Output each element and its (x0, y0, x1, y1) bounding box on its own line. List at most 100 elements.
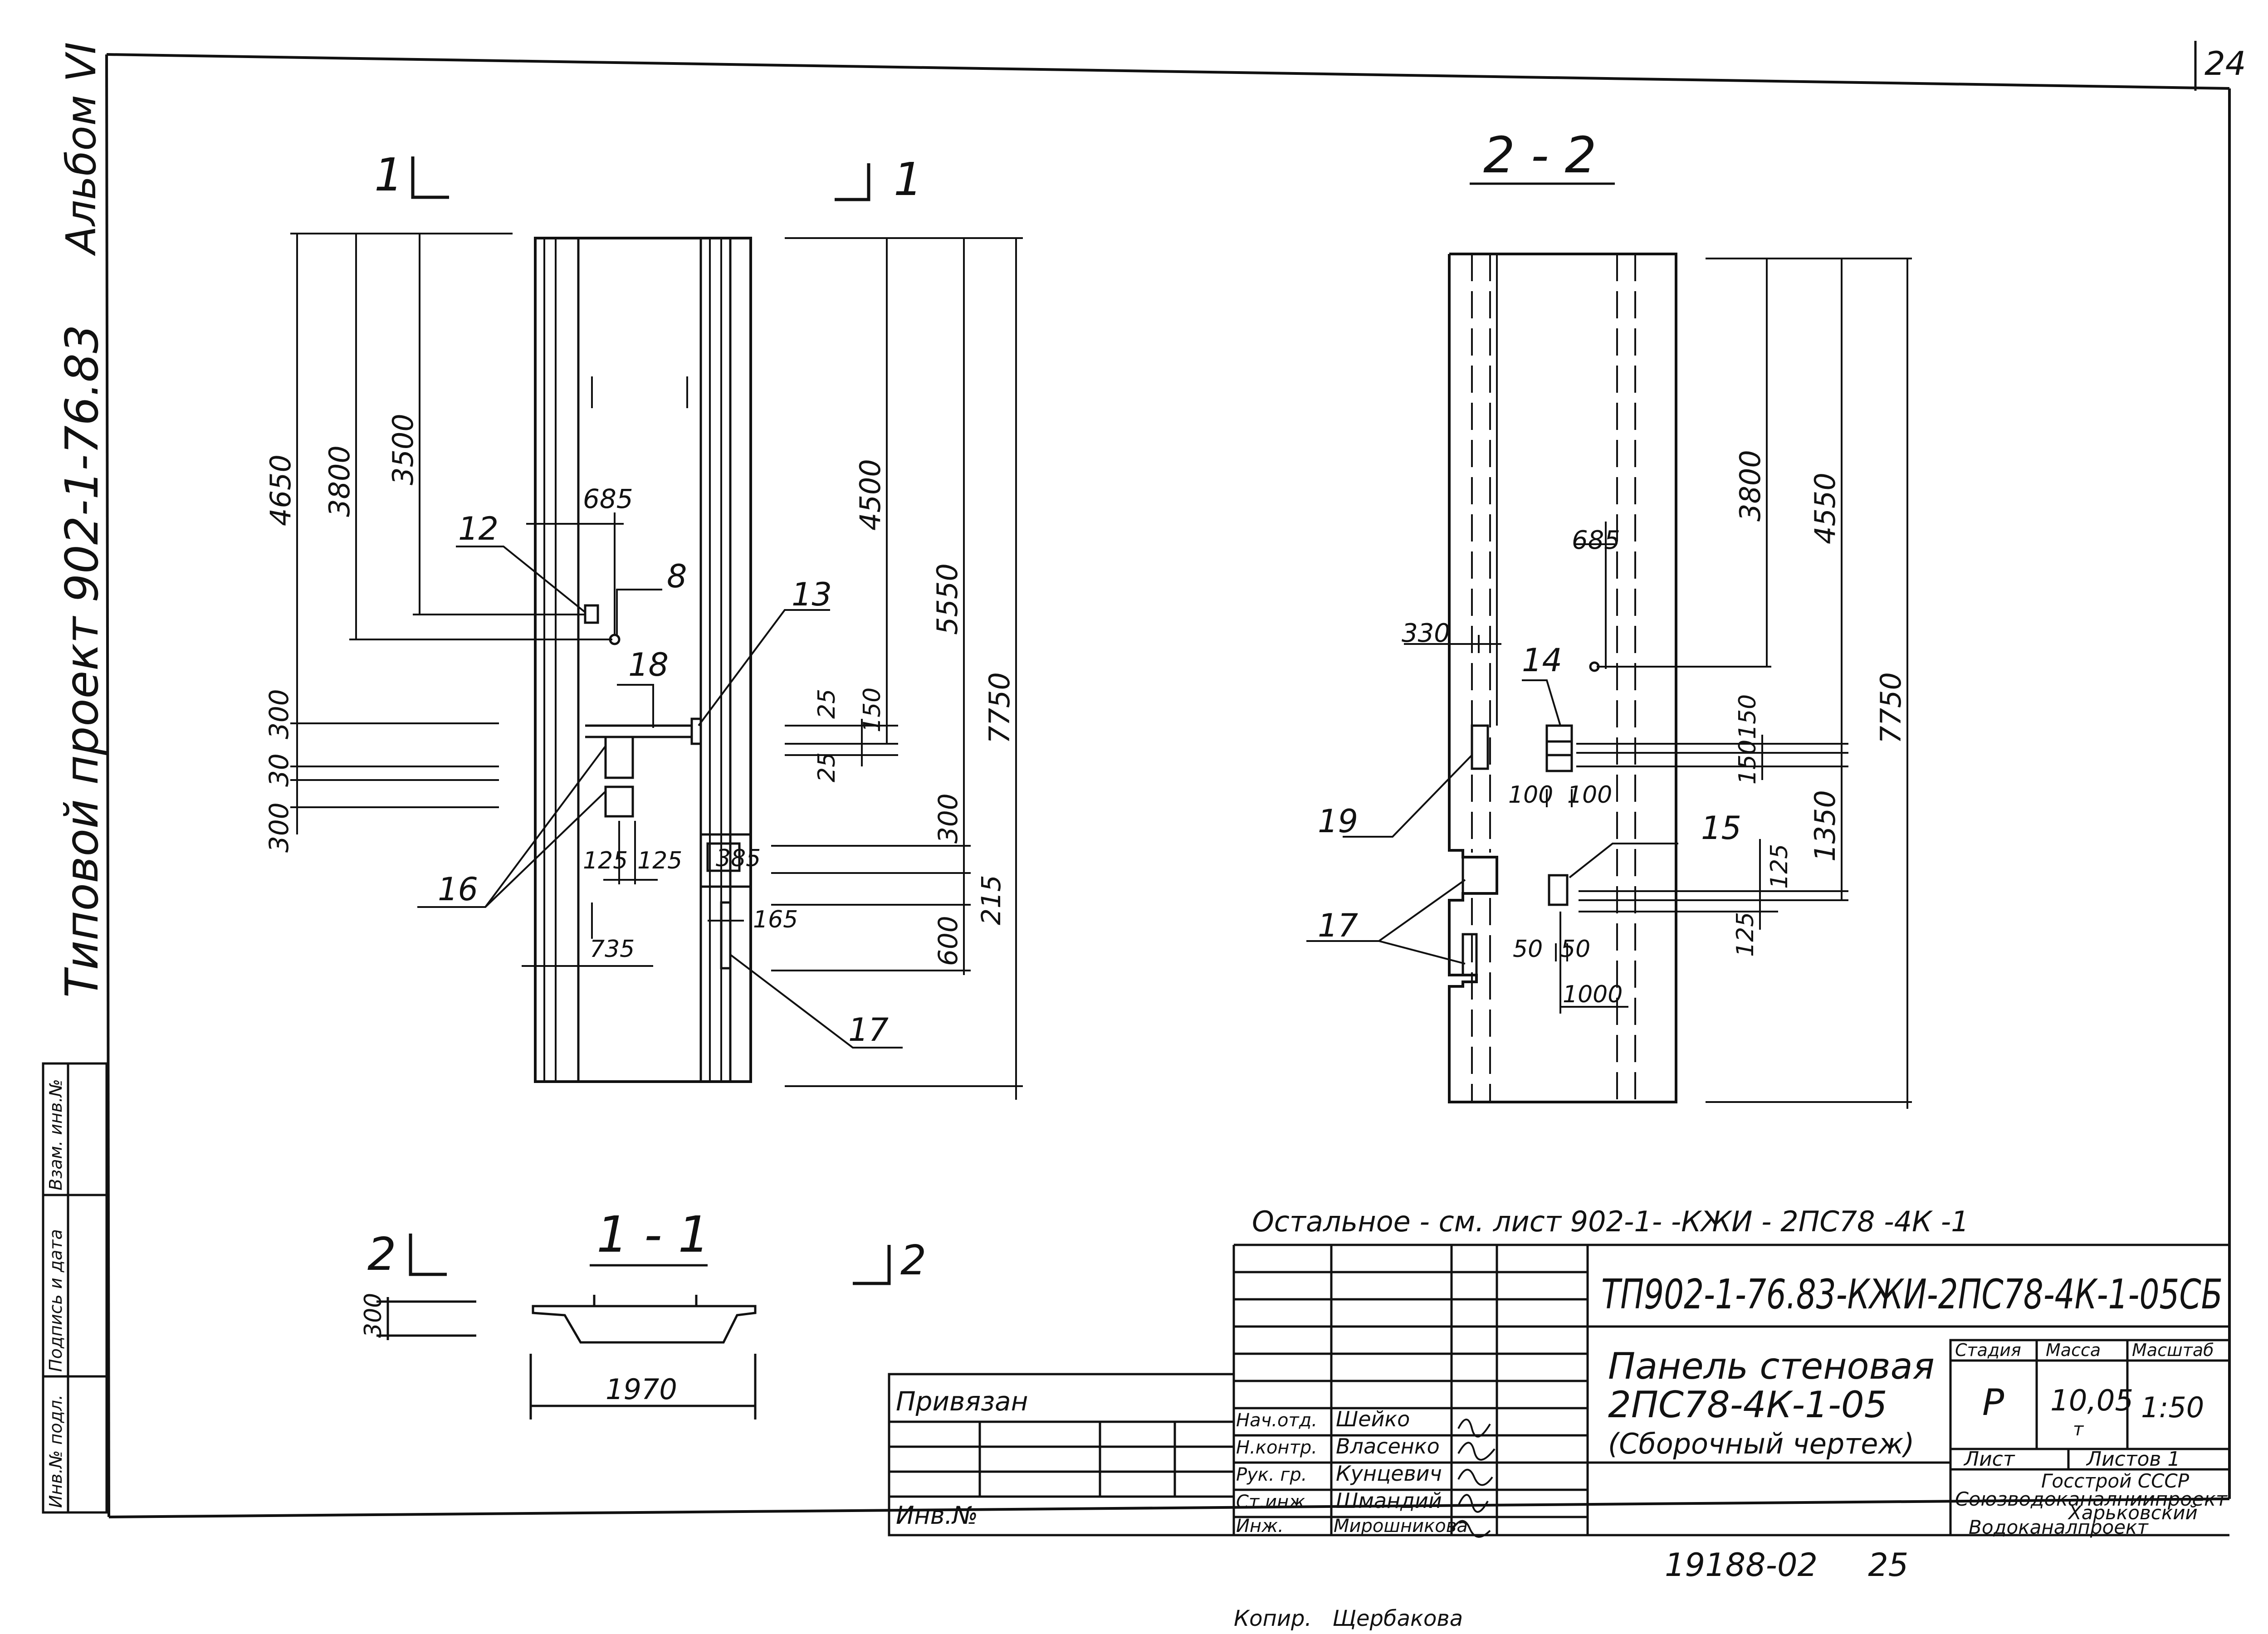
side-stamp-cell: Подпись и дата (46, 1229, 66, 1372)
copied-by: Копир. Щербакова (1234, 1606, 1463, 1631)
privyazan-label: Привязан (896, 1386, 1028, 1417)
callout-18: 18 (628, 646, 669, 683)
dim-7750-s: 7750 (1874, 672, 1907, 744)
org-line-1: Госстрой СССР (2041, 1470, 2190, 1492)
dim-300-bottom: 300 (264, 802, 294, 853)
general-note: Остальное - см. лист 902-1- -КЖИ - 2ПС78… (1252, 1205, 1969, 1238)
side-stamp: Взам. инв.№ Подпись и дата Инв.№ подл. (42, 1062, 108, 1514)
dim-30: 30 (264, 753, 294, 787)
sheets-label: Листов 1 (2086, 1448, 2180, 1471)
side-stamp-cell: Инв.№ подл. (46, 1395, 66, 1508)
signer-role: Нач.отд. (1236, 1410, 1317, 1431)
dim-4650: 4650 (264, 454, 297, 526)
dim-300-top: 300 (264, 689, 294, 739)
dim-125-a-s: 125 (1766, 844, 1793, 889)
dim-150: 150 (859, 688, 886, 732)
dim-50-b-s: 50 (1560, 936, 1590, 963)
signatures (1451, 1419, 1496, 1538)
svg-text:1: 1 (374, 148, 403, 201)
mass-header: Масса (2046, 1340, 2101, 1360)
dim-3500: 3500 (386, 414, 420, 485)
stage-value: Р (1982, 1381, 2004, 1424)
dim-4550-s: 4550 (1809, 473, 1842, 544)
signer-name: Кунцевич (1336, 1461, 1442, 1486)
dim-100-a-s: 100 (1508, 781, 1553, 809)
org-line-3: Харьковский (2068, 1502, 2198, 1524)
section-mark-2-left: 2 (367, 1228, 447, 1281)
section-2-2-callout-leaders (1306, 679, 1678, 965)
front-callout-leaders (417, 546, 903, 1049)
svg-text:1: 1 (894, 153, 923, 206)
dim-3800-s: 3800 (1734, 450, 1767, 522)
callout-12: 12 (458, 510, 499, 547)
dim-385: 385 (716, 845, 761, 872)
mass-value: 10,05 (2050, 1384, 2133, 1418)
dim-735: 735 (590, 936, 635, 963)
dim-215: 215 (976, 875, 1007, 925)
signer-role: Инж. (1236, 1516, 1284, 1536)
title-block-grid (888, 1244, 2231, 1536)
scale-header: Масштаб (2132, 1340, 2214, 1360)
archive-number: 19188-02 25 (1665, 1546, 1908, 1584)
dim-165: 165 (753, 906, 798, 933)
callout-17: 17 (848, 1011, 889, 1049)
dim-150-a-s: 150 (1734, 694, 1761, 739)
callout-16: 16 (438, 871, 478, 908)
section-mark-1-right: 1 (835, 153, 923, 206)
section-1-1-width: 1970 (606, 1373, 677, 1406)
callout-13: 13 (792, 576, 832, 613)
inv-no-label: Инв.№ (896, 1501, 978, 1530)
section-mark-1-left: 1 (374, 148, 449, 201)
dim-100-b-s: 100 (1567, 781, 1612, 809)
callout-19: 19 (1318, 803, 1358, 840)
callout-14: 14 (1522, 642, 1562, 679)
dim-5550: 5550 (931, 563, 964, 635)
dim-7750: 7750 (983, 672, 1016, 744)
callout-17-s: 17 (1318, 907, 1358, 944)
sheet-label: Лист (1963, 1448, 2015, 1471)
callout-15: 15 (1701, 810, 1741, 847)
side-stamp-cell: Взам. инв.№ (46, 1079, 66, 1190)
dim-25-b: 25 (813, 752, 841, 782)
dim-300-right: 300 (933, 793, 963, 844)
svg-text:2: 2 (367, 1228, 396, 1281)
signer-name: Шмандий (1336, 1488, 1442, 1513)
dim-685: 685 (583, 483, 633, 514)
drawing-name-line-3: (Сборочный чертеж) (1608, 1427, 1915, 1460)
sheet-frame (105, 53, 2231, 1518)
section-2-2-title: 2 - 2 (1483, 126, 1597, 184)
section-2-2-dimension-lines (1404, 258, 1912, 1109)
signer-role: Ст.инж. (1236, 1492, 1311, 1512)
drawing-name-line-2: 2ПС78-4К-1-05 (1608, 1384, 1887, 1426)
dim-1000-s: 1000 (1563, 981, 1623, 1008)
dim-685-s: 685 (1572, 526, 1620, 555)
project-label: Типовой проект 902-1-76.83 (55, 325, 108, 998)
dim-330-s: 330 (1402, 619, 1450, 648)
dim-125-b-s: 125 (1732, 912, 1759, 957)
section-1-1-title: 1 - 1 (596, 1205, 710, 1263)
signer-name: Мирошникова (1334, 1516, 1468, 1536)
callout-8: 8 (667, 558, 687, 595)
stage-header: Стадия (1955, 1340, 2021, 1360)
mass-unit: т (2073, 1419, 2084, 1440)
section-2-2-embedded-parts (1461, 661, 1600, 976)
signer-name: Шейко (1336, 1407, 1410, 1431)
document-code: ТП902-1-76.83-КЖИ-2ПС78-4К-1-05СБ (1601, 1271, 2223, 1318)
section-mark-2-right: 2 (853, 1237, 926, 1285)
dim-3800: 3800 (323, 445, 356, 517)
front-dimension-lines (290, 233, 1023, 1100)
drawing-name-line-1: Панель стеновая (1608, 1345, 1935, 1387)
scale-value: 1:50 (2141, 1391, 2204, 1424)
dim-125-b: 125 (637, 847, 682, 874)
dim-4500: 4500 (854, 459, 887, 531)
dim-150-b-s: 150 (1734, 740, 1761, 785)
page-number: 24 (2204, 44, 2246, 83)
dim-125-a: 125 (583, 847, 628, 874)
album-label: Альбом VI (58, 42, 105, 256)
dim-1350-s: 1350 (1809, 790, 1842, 862)
svg-text:2: 2 (900, 1237, 926, 1284)
org-line-4: Водоканалпроект (1969, 1516, 2149, 1538)
signer-list: Нач.отд. Шейко Н.контр. Власенко Рук. гр… (1236, 1407, 1468, 1536)
dim-25-a: 25 (813, 689, 841, 719)
